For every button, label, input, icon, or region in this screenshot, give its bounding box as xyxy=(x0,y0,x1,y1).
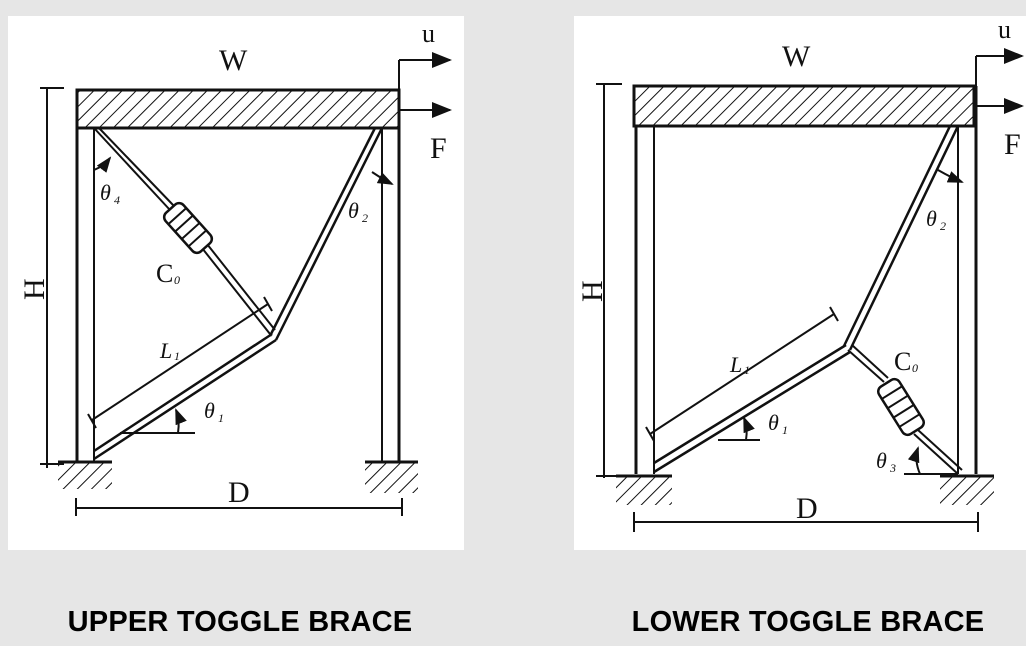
upper-label-theta4-sub: 4 xyxy=(114,193,120,207)
upper-damper-c0 xyxy=(93,127,276,335)
upper-label-h: H xyxy=(18,278,51,300)
upper-label-c0: C xyxy=(156,259,173,288)
lower-right-support xyxy=(940,474,994,505)
upper-label-theta4: θ xyxy=(100,180,111,205)
upper-beam xyxy=(75,88,401,130)
upper-label-w: W xyxy=(219,44,248,77)
lower-label-theta2-sub: 2 xyxy=(940,219,946,233)
lower-label-theta3-sub: 3 xyxy=(889,461,896,475)
upper-label-f: F xyxy=(430,132,447,165)
lower-damper-c0 xyxy=(847,344,963,475)
lower-label-d: D xyxy=(796,492,818,525)
lower-span-dimension xyxy=(633,512,979,532)
lower-beam xyxy=(632,84,976,128)
lower-label-f: F xyxy=(1004,128,1021,161)
lower-toggle-frame xyxy=(596,48,1024,532)
lower-label-c0-sub: 0 xyxy=(912,361,918,375)
lower-label-h: H xyxy=(576,280,609,302)
upper-label-theta2: θ xyxy=(348,198,359,223)
upper-span-dimension xyxy=(75,498,403,516)
lower-l1-dimension xyxy=(645,306,839,442)
upper-label-c0-sub: 0 xyxy=(174,273,180,287)
upper-label-d: D xyxy=(228,476,250,509)
lower-label-theta3: θ xyxy=(876,448,887,473)
lower-label-u: u xyxy=(998,15,1011,44)
upper-label-l1-sub: 1 xyxy=(174,349,180,363)
upper-label-u: u xyxy=(422,19,435,48)
lower-label-l1: L xyxy=(729,352,742,377)
lower-label-theta1: θ xyxy=(768,410,779,435)
lower-label-c0: C xyxy=(894,347,911,376)
lower-label-w: W xyxy=(782,40,811,73)
lower-label-theta2: θ xyxy=(926,206,937,231)
upper-arm-l1 xyxy=(93,332,277,461)
lower-label-l1-sub: 1 xyxy=(744,363,750,377)
upper-label-l1: L xyxy=(159,338,172,363)
lower-left-support xyxy=(616,474,672,505)
upper-arm-right xyxy=(268,127,384,341)
upper-label-theta1-sub: 1 xyxy=(218,411,224,425)
upper-height-dimension xyxy=(40,87,64,468)
upper-toggle-frame xyxy=(40,52,452,516)
upper-label-theta1: θ xyxy=(204,398,215,423)
lower-displacement-arrow xyxy=(975,48,1024,86)
upper-l1-dimension xyxy=(87,296,273,429)
upper-label-theta2-sub: 2 xyxy=(362,211,368,225)
upper-left-support xyxy=(58,460,112,489)
lower-label-theta1-sub: 1 xyxy=(782,423,788,437)
lower-height-dimension xyxy=(596,83,622,478)
upper-toggle-caption: UPPER TOGGLE BRACE xyxy=(67,606,413,638)
upper-displacement-arrow xyxy=(398,52,452,90)
upper-right-support xyxy=(365,460,418,493)
lower-arm-upper xyxy=(842,125,960,351)
lower-arm-l1 xyxy=(653,343,851,474)
lower-toggle-caption: LOWER TOGGLE BRACE xyxy=(631,606,985,638)
